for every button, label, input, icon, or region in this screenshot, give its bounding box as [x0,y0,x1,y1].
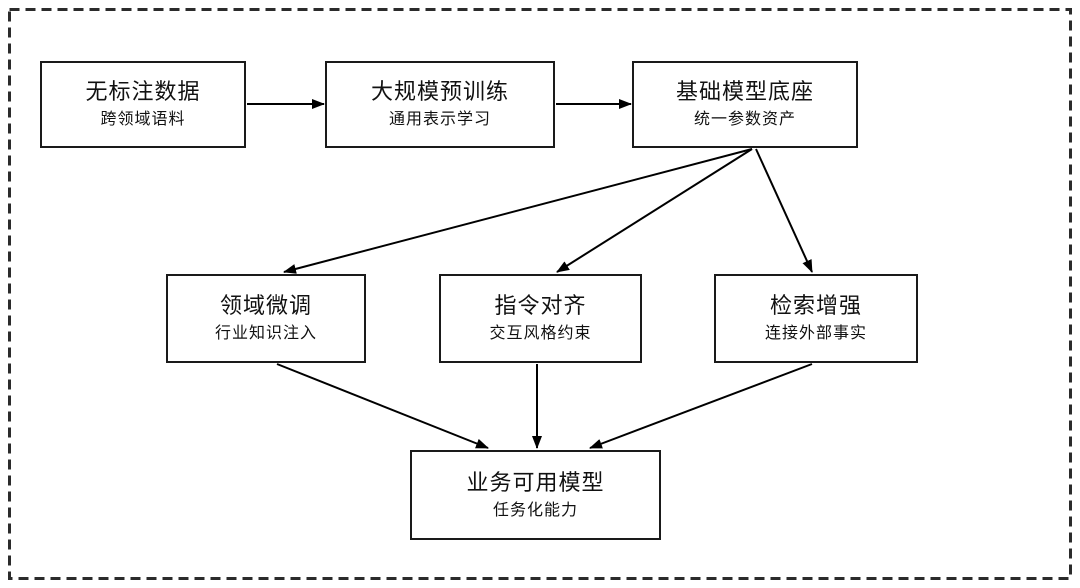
edge-domain-to-business-arrow [276,363,489,449]
node-title: 指令对齐 [494,293,587,319]
node-subtitle: 交互风格约束 [489,325,592,343]
node-retrieval-augment: 检索增强 连接外部事实 [714,274,918,363]
outer-dashed-border [8,8,1072,580]
node-title: 业务可用模型 [466,469,605,495]
node-title: 检索增强 [769,293,862,319]
edge-foundation-to-instruction-arrow [556,148,753,273]
node-business-model: 业务可用模型 任务化能力 [410,450,661,540]
node-title: 大规模预训练 [370,79,509,105]
node-title: 无标注数据 [85,79,201,105]
node-title: 领域微调 [219,293,312,319]
node-subtitle: 通用表示学习 [388,111,491,129]
node-subtitle: 统一参数资产 [693,111,796,129]
node-foundation-model: 基础模型底座 统一参数资产 [632,61,858,148]
node-pretraining: 大规模预训练 通用表示学习 [325,61,555,148]
edge-foundation-to-retrieval-arrow [755,148,813,273]
node-subtitle: 连接外部事实 [764,325,867,343]
node-domain-finetune: 领域微调 行业知识注入 [166,274,366,363]
node-instruction-align: 指令对齐 交互风格约束 [439,274,642,363]
node-title: 基础模型底座 [675,79,814,105]
edge-foundation-to-domain-arrow [283,148,753,274]
node-subtitle: 跨领域语料 [100,111,186,129]
node-unlabeled-data: 无标注数据 跨领域语料 [40,61,246,148]
edge-retrieval-to-business-arrow [589,363,813,449]
node-subtitle: 行业知识注入 [214,325,317,343]
node-subtitle: 任务化能力 [492,501,578,519]
